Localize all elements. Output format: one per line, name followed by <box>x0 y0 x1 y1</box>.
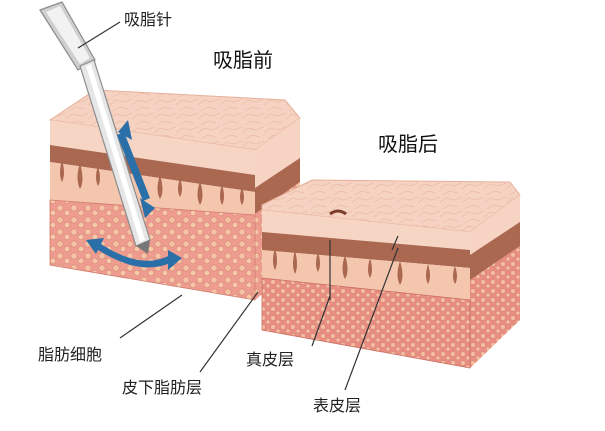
after-label: 吸脂后 <box>378 132 438 156</box>
before-label: 吸脂前 <box>213 48 273 72</box>
needle-label: 吸脂针 <box>124 10 173 29</box>
dermis-label: 真皮层 <box>246 350 295 369</box>
leader-lines <box>77 21 399 391</box>
epidermis-label: 表皮层 <box>313 396 362 415</box>
movement-arrows <box>86 120 182 270</box>
before-skin-block <box>48 89 301 301</box>
fat-cells-label: 脂肪细胞 <box>38 345 103 364</box>
subcutaneous-fat-label: 皮下脂肪层 <box>122 378 203 397</box>
after-skin-block <box>261 179 521 369</box>
liposuction-needle <box>39 1 151 254</box>
